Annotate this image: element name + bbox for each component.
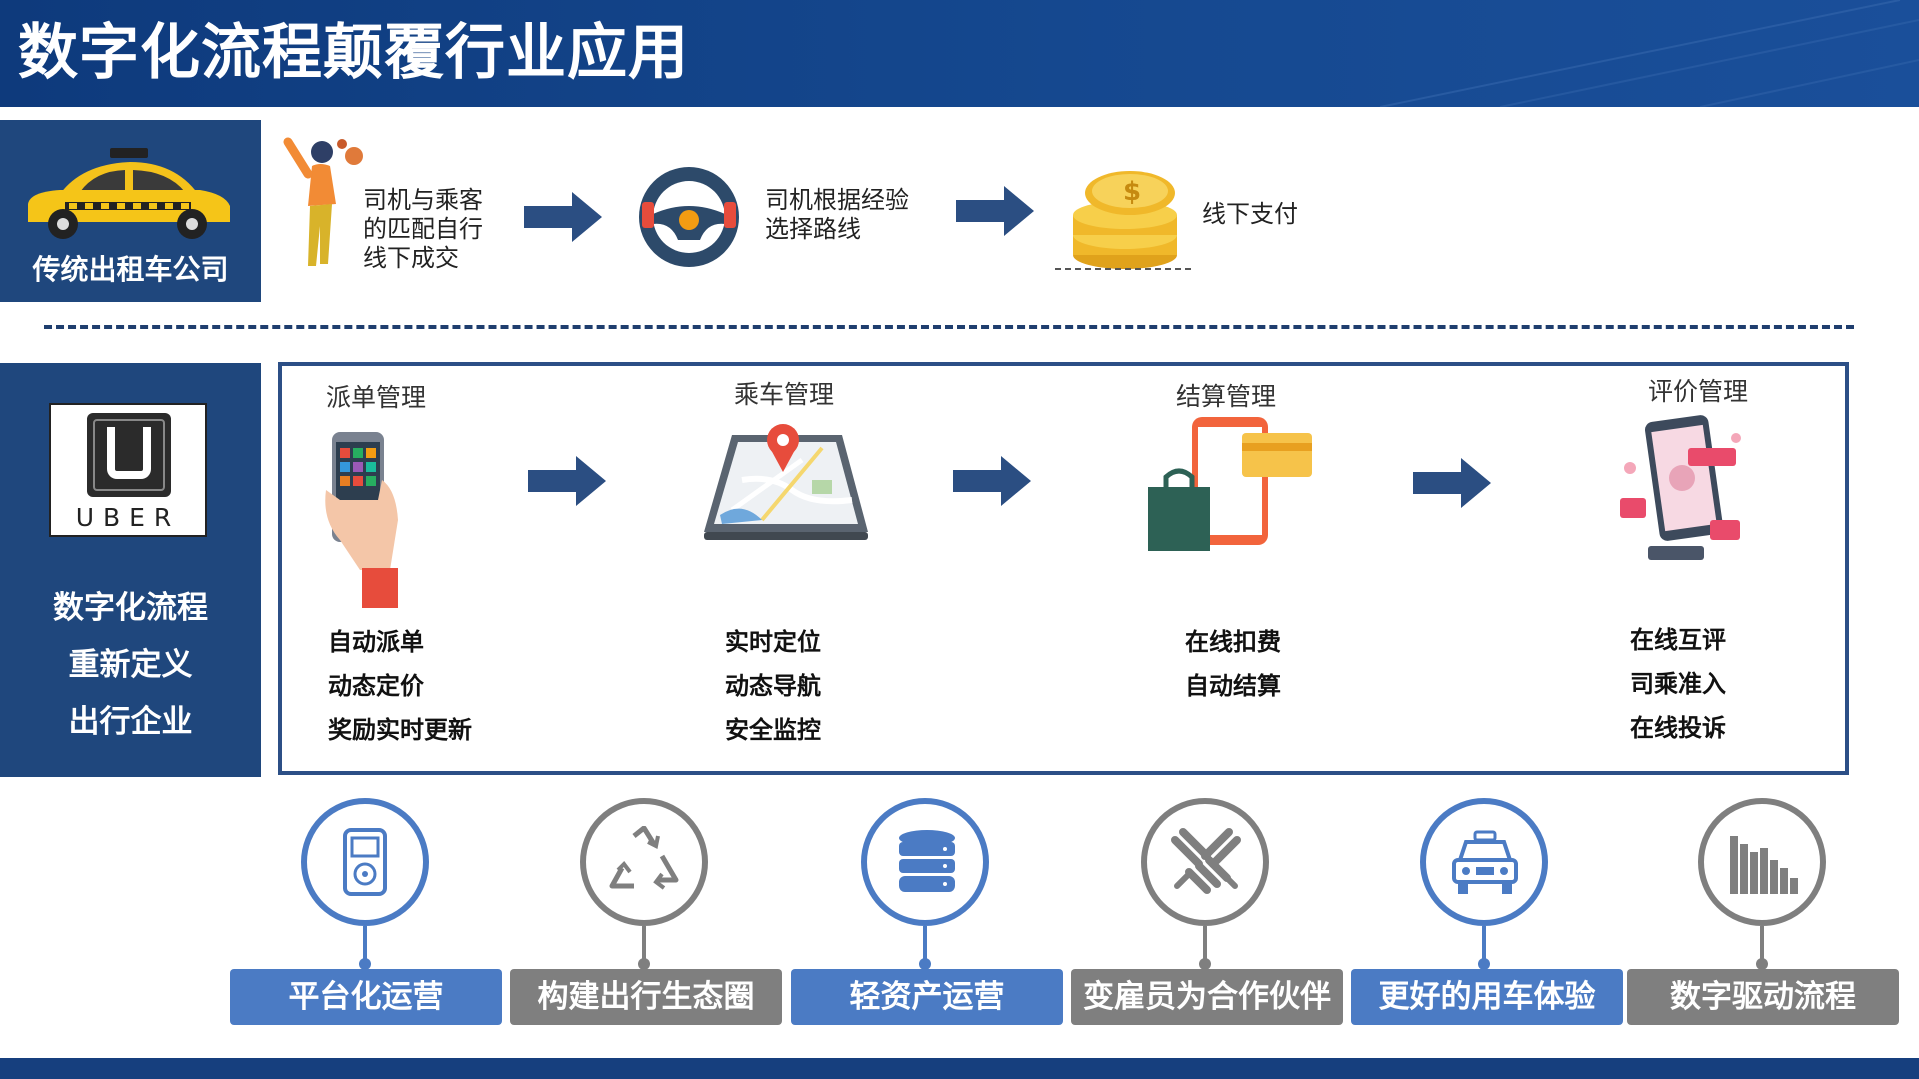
step-1-line-1: 司机与乘客 (363, 186, 483, 214)
feature-item: 司乘准入 (1630, 670, 1726, 698)
uber-desc-line-2: 重新定义 (68, 647, 193, 683)
benefit-circle-partners (1141, 798, 1269, 926)
benefit-pill-partners: 变雇员为合作伙伴 (1071, 969, 1343, 1025)
connector-dot (638, 958, 650, 970)
feature-item: 自动结算 (1185, 672, 1281, 700)
uber-description: 数字化流程 重新定义 出行企业 (0, 580, 261, 751)
uber-logo: UBER (49, 403, 207, 537)
benefit-circle-platform (301, 798, 429, 926)
step-3-line-1: 线下支付 (1202, 200, 1298, 228)
step-1-line-2: 的匹配自行 (363, 215, 483, 243)
stage-features-dispatch: 自动派单 动态定价 奖励实时更新 (328, 620, 472, 752)
process-panel (278, 362, 1849, 775)
title-bar-decoration (1379, 0, 1919, 107)
uber-desc-line-3: 出行企业 (68, 704, 193, 740)
person-icon (283, 137, 363, 266)
arrow-icon (1413, 458, 1491, 508)
connector-dot (1478, 958, 1490, 970)
feature-item: 自动派单 (328, 628, 424, 656)
payment-icon (1148, 417, 1312, 551)
database-icon (899, 830, 955, 892)
page-title: 数字化流程颠覆行业应用 (18, 18, 689, 88)
connector-dot (1756, 958, 1768, 970)
feature-item: 在线投诉 (1630, 714, 1726, 742)
feature-item: 动态定价 (328, 672, 424, 700)
connector-dot (359, 958, 371, 970)
title-bar: 数字化流程颠覆行业应用 (0, 0, 1919, 107)
feature-item: 在线扣费 (1185, 628, 1281, 656)
arrow-icon (528, 456, 606, 506)
footer-bar (0, 1058, 1919, 1079)
review-phone-icon (1620, 415, 1741, 560)
stage-features-review: 在线互评 司乘准入 在线投诉 (1630, 618, 1726, 750)
arrow-icon (524, 192, 602, 242)
stage-features-settlement: 在线扣费 自动结算 (1185, 620, 1281, 708)
handshake-icon (1171, 828, 1241, 894)
svg-text:$: $ (1123, 177, 1141, 207)
traditional-taxi-label: 传统出租车公司 (32, 253, 229, 286)
connector-stem (642, 926, 646, 966)
traditional-taxi-box: 传统出租车公司 (0, 120, 261, 302)
benefit-pill-experience: 更好的用车体验 (1351, 969, 1623, 1025)
benefit-pill-ecosystem: 构建出行生态圈 (510, 969, 782, 1025)
bar-chart-icon (1730, 836, 1798, 894)
uber-desc-line-1: 数字化流程 (53, 590, 208, 626)
benefit-pill-platform: 平台化运营 (230, 969, 502, 1025)
steering-wheel-icon (639, 167, 739, 267)
ipod-icon (343, 828, 387, 896)
arrow-icon (953, 456, 1031, 506)
uber-box: UBER 数字化流程 重新定义 出行企业 (0, 363, 261, 777)
coins-icon: $ (1055, 171, 1195, 270)
recycle-icon (609, 826, 679, 890)
arrow-icon (956, 186, 1034, 236)
taxi-car-icon (28, 148, 230, 239)
connector-stem (1203, 926, 1207, 966)
traditional-step-3: 线下支付 (1202, 200, 1298, 229)
benefit-circle-ecosystem (580, 798, 708, 926)
dashed-divider (44, 325, 1854, 329)
feature-item: 在线互评 (1630, 626, 1726, 654)
uber-logo-text: UBER (75, 503, 181, 532)
tablet-map-icon (704, 424, 868, 540)
feature-item: 动态导航 (725, 672, 821, 700)
feature-item: 安全监控 (725, 716, 821, 744)
feature-item: 实时定位 (725, 628, 821, 656)
connector-stem (923, 926, 927, 966)
benefit-pill-data-driven: 数字驱动流程 (1627, 969, 1899, 1025)
benefit-circle-light-asset (861, 798, 989, 926)
traditional-step-2: 司机根据经验 选择路线 (765, 186, 909, 244)
step-1-line-3: 线下成交 (363, 244, 459, 272)
benefit-circle-data-driven (1698, 798, 1826, 926)
stage-title-ride: 乘车管理 (734, 380, 835, 409)
feature-item: 奖励实时更新 (328, 716, 472, 744)
connector-stem (1482, 926, 1486, 966)
benefit-circle-experience (1420, 798, 1548, 926)
stage-title-settlement: 结算管理 (1176, 382, 1277, 411)
connector-stem (1760, 926, 1764, 966)
taxi-front-icon (1452, 830, 1518, 894)
connector-dot (919, 958, 931, 970)
connector-dot (1199, 958, 1211, 970)
stage-title-dispatch: 派单管理 (326, 383, 427, 412)
phone-hand-icon (325, 432, 398, 608)
connector-stem (363, 926, 367, 966)
uber-logo-mark (87, 413, 171, 497)
stage-title-review: 评价管理 (1648, 377, 1749, 406)
step-2-line-1: 司机根据经验 (765, 186, 909, 214)
step-2-line-2: 选择路线 (765, 215, 861, 243)
benefit-pill-light-asset: 轻资产运营 (791, 969, 1063, 1025)
stage-features-ride: 实时定位 动态导航 安全监控 (725, 620, 821, 752)
traditional-step-1: 司机与乘客 的匹配自行 线下成交 (363, 186, 483, 273)
